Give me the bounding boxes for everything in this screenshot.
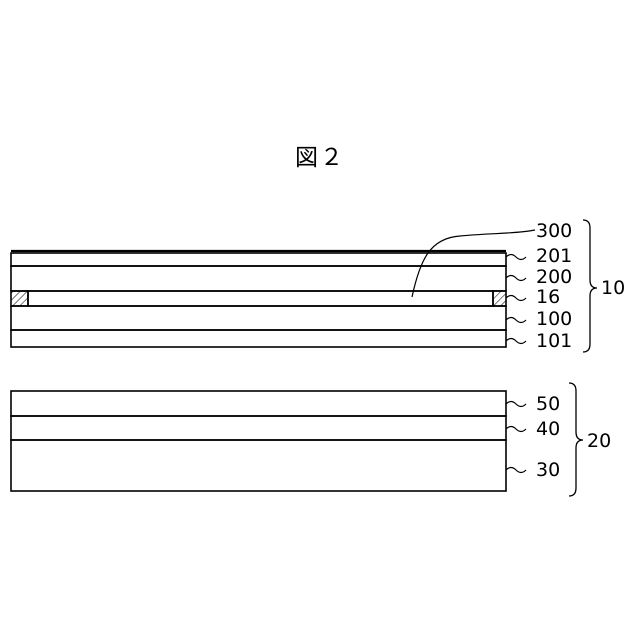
leaders-bottom xyxy=(506,402,526,473)
group-label-20: 20 xyxy=(587,430,611,452)
layer-101 xyxy=(11,330,506,347)
labels-bottom: 50 40 30 xyxy=(536,393,560,481)
label-200: 200 xyxy=(536,266,572,288)
brace-group-20 xyxy=(569,383,583,496)
assembly-bottom xyxy=(11,391,506,491)
brace-group-10 xyxy=(583,220,597,352)
label-40: 40 xyxy=(536,418,560,440)
layer-50 xyxy=(11,391,506,416)
label-300: 300 xyxy=(536,220,572,242)
leader-100 xyxy=(506,318,526,323)
leader-50 xyxy=(506,402,526,407)
label-101: 101 xyxy=(536,330,572,352)
layer-201 xyxy=(11,253,506,266)
leaders-top xyxy=(412,230,535,344)
label-201: 201 xyxy=(536,245,572,267)
label-16: 16 xyxy=(536,286,560,308)
label-50: 50 xyxy=(536,393,560,415)
layer-100 xyxy=(11,306,506,330)
group-label-10: 10 xyxy=(601,277,625,299)
leader-16 xyxy=(506,296,526,301)
leader-101 xyxy=(506,339,526,344)
layer-200 xyxy=(11,266,506,291)
layer-40 xyxy=(11,416,506,440)
leader-201 xyxy=(506,255,526,260)
leader-30 xyxy=(506,468,526,473)
labels-top: 300 201 200 16 100 101 xyxy=(536,220,572,352)
spacer-16-left xyxy=(11,291,28,306)
label-30: 30 xyxy=(536,459,560,481)
leader-200 xyxy=(506,276,526,281)
assembly-top xyxy=(11,251,506,347)
leader-40 xyxy=(506,427,526,432)
leader-300 xyxy=(412,230,535,297)
cavity-layer xyxy=(28,291,493,306)
label-100: 100 xyxy=(536,308,572,330)
spacer-16-right xyxy=(493,291,506,306)
layer-30 xyxy=(11,440,506,491)
